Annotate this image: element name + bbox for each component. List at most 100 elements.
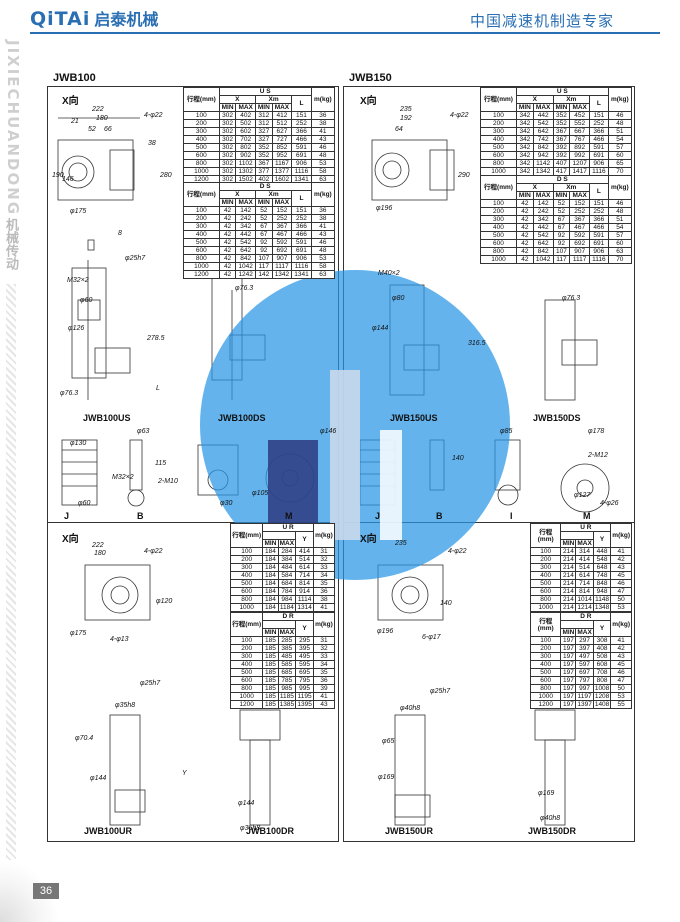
table-cell: 312 <box>254 119 273 128</box>
table-cell: 614 <box>575 571 594 580</box>
table-cell: 42 <box>515 199 534 208</box>
page-number: 36 <box>33 883 59 899</box>
dim-label: 2-M10 <box>158 478 178 485</box>
dim-label: 21 <box>71 118 79 125</box>
table-cell: 47 <box>610 587 632 596</box>
table-cell: 484 <box>277 563 297 572</box>
table-cell: m(kg) <box>607 175 633 200</box>
table-cell: 800 <box>529 684 562 693</box>
table-cell: 695 <box>295 668 314 677</box>
table-cell: 36 <box>312 676 336 685</box>
dim-label: φ25h7 <box>125 255 146 262</box>
table-cell: 302 <box>218 111 237 120</box>
table-cell: 342 <box>515 135 534 144</box>
dim-label: φ126 <box>68 325 85 332</box>
table-cell: 51 <box>607 215 633 224</box>
table-cell: 684 <box>277 579 297 588</box>
table-cell: 42 <box>218 246 237 255</box>
table-cell: 814 <box>295 579 314 588</box>
table-cell: 33 <box>312 563 336 572</box>
table-cell: MAX <box>532 191 554 200</box>
table-cell: 808 <box>592 676 612 685</box>
table-cell: MIN <box>262 628 279 637</box>
table-cell: 43 <box>610 563 632 572</box>
table-cell: X <box>218 190 256 199</box>
table-cell: 591 <box>291 143 312 152</box>
table-cell: 342 <box>515 119 534 128</box>
table-cell: 300 <box>183 222 220 231</box>
table-cell: 1348 <box>592 603 612 612</box>
table-cell: 548 <box>592 555 612 564</box>
table-cell: 197 <box>560 660 577 669</box>
table-cell: 642 <box>532 127 554 136</box>
table-cell: U R <box>560 523 612 532</box>
table-cell: 691 <box>291 246 312 255</box>
dim-label: φ130 <box>70 440 87 447</box>
dim-label: φ60 <box>78 500 91 507</box>
table-cell: 907 <box>271 254 293 263</box>
table-cell: 312 <box>254 111 273 120</box>
table-cell: 948 <box>592 587 612 596</box>
table-cell: 400 <box>229 571 264 580</box>
section-title-jwb150: JWB150 <box>349 72 392 84</box>
table-cell: 197 <box>560 644 577 653</box>
table-cell: 400 <box>480 135 517 144</box>
table-cell: MAX <box>532 103 554 112</box>
dim-label: 140 <box>452 455 464 462</box>
table-cell: 352 <box>552 119 571 128</box>
table-cell: 185 <box>262 692 279 701</box>
table-cell: 46 <box>310 238 336 247</box>
table-cell: 300 <box>529 652 562 661</box>
table-cell: 366 <box>589 127 609 136</box>
table-cell: 1184 <box>277 603 297 612</box>
dim-label: φ35h8 <box>115 702 136 709</box>
part-label-j: J <box>64 511 70 521</box>
model-label-jwb100dr: JWB100DR <box>246 826 295 836</box>
table-cell: 67 <box>254 222 273 231</box>
table-cell: 300 <box>480 127 517 136</box>
table-cell: 814 <box>575 587 594 596</box>
table-cell: Xm <box>254 190 293 199</box>
table-cell: 185 <box>262 676 279 685</box>
table-cell: 46 <box>310 143 336 152</box>
table-cell: 117 <box>254 262 273 271</box>
table-cell: 300 <box>183 127 220 136</box>
table-cell: 42 <box>515 231 534 240</box>
table-cell: U R <box>262 523 314 532</box>
table-cell: 585 <box>277 660 297 669</box>
table-cell: 184 <box>262 603 279 612</box>
table-cell: 352 <box>254 143 273 152</box>
table-cell: 142 <box>254 270 273 279</box>
table-cell: 708 <box>592 668 612 677</box>
table-cell: MAX <box>569 103 591 112</box>
table-cell: 214 <box>560 571 577 580</box>
table-cell: 184 <box>262 563 279 572</box>
table-cell: 985 <box>277 684 297 693</box>
table-cell: MAX <box>235 103 256 112</box>
dim-label: φ76.3 <box>60 390 79 397</box>
dim-label: 115 <box>155 460 167 467</box>
table-cell: 285 <box>277 636 297 645</box>
table-cell: 行程(mm) <box>529 523 562 548</box>
table-cell: 185 <box>262 636 279 645</box>
table-cell: 642 <box>235 246 256 255</box>
sidebar-pattern <box>6 284 16 864</box>
dim-label: M32×2 <box>112 474 134 481</box>
table-cell: 1342 <box>271 270 293 279</box>
